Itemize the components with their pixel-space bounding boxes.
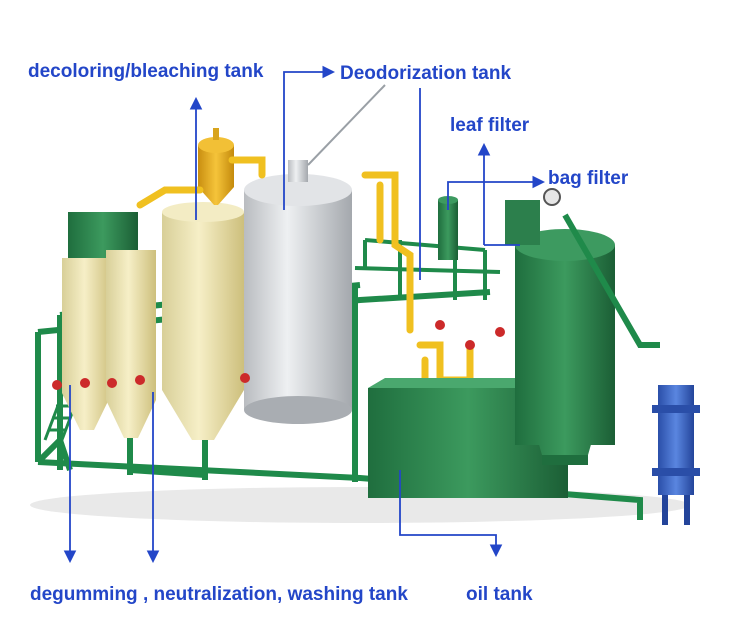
degumming-tanks <box>62 250 156 438</box>
annotation-arrows <box>63 65 546 564</box>
leaf-filter-body <box>505 188 660 465</box>
label-oil-tank: oil tank <box>466 584 533 605</box>
valves <box>52 320 505 390</box>
cooler <box>652 385 700 525</box>
upper-platform <box>354 238 501 300</box>
label-degumming-neutralization-washing-tank: degumming , neutralization, washing tank <box>30 584 408 605</box>
ground-shadow <box>30 487 690 523</box>
label-decoloring-bleaching-tank: decoloring/bleaching tank <box>28 61 264 82</box>
yellow-separator <box>198 128 234 205</box>
bleaching-tank <box>162 202 244 440</box>
label-leaf-filter: leaf filter <box>450 115 530 136</box>
label-bag-filter: bag filter <box>548 168 629 189</box>
deodorization-tank <box>244 84 386 424</box>
label-deodorization-tank: Deodorization tank <box>340 63 512 84</box>
